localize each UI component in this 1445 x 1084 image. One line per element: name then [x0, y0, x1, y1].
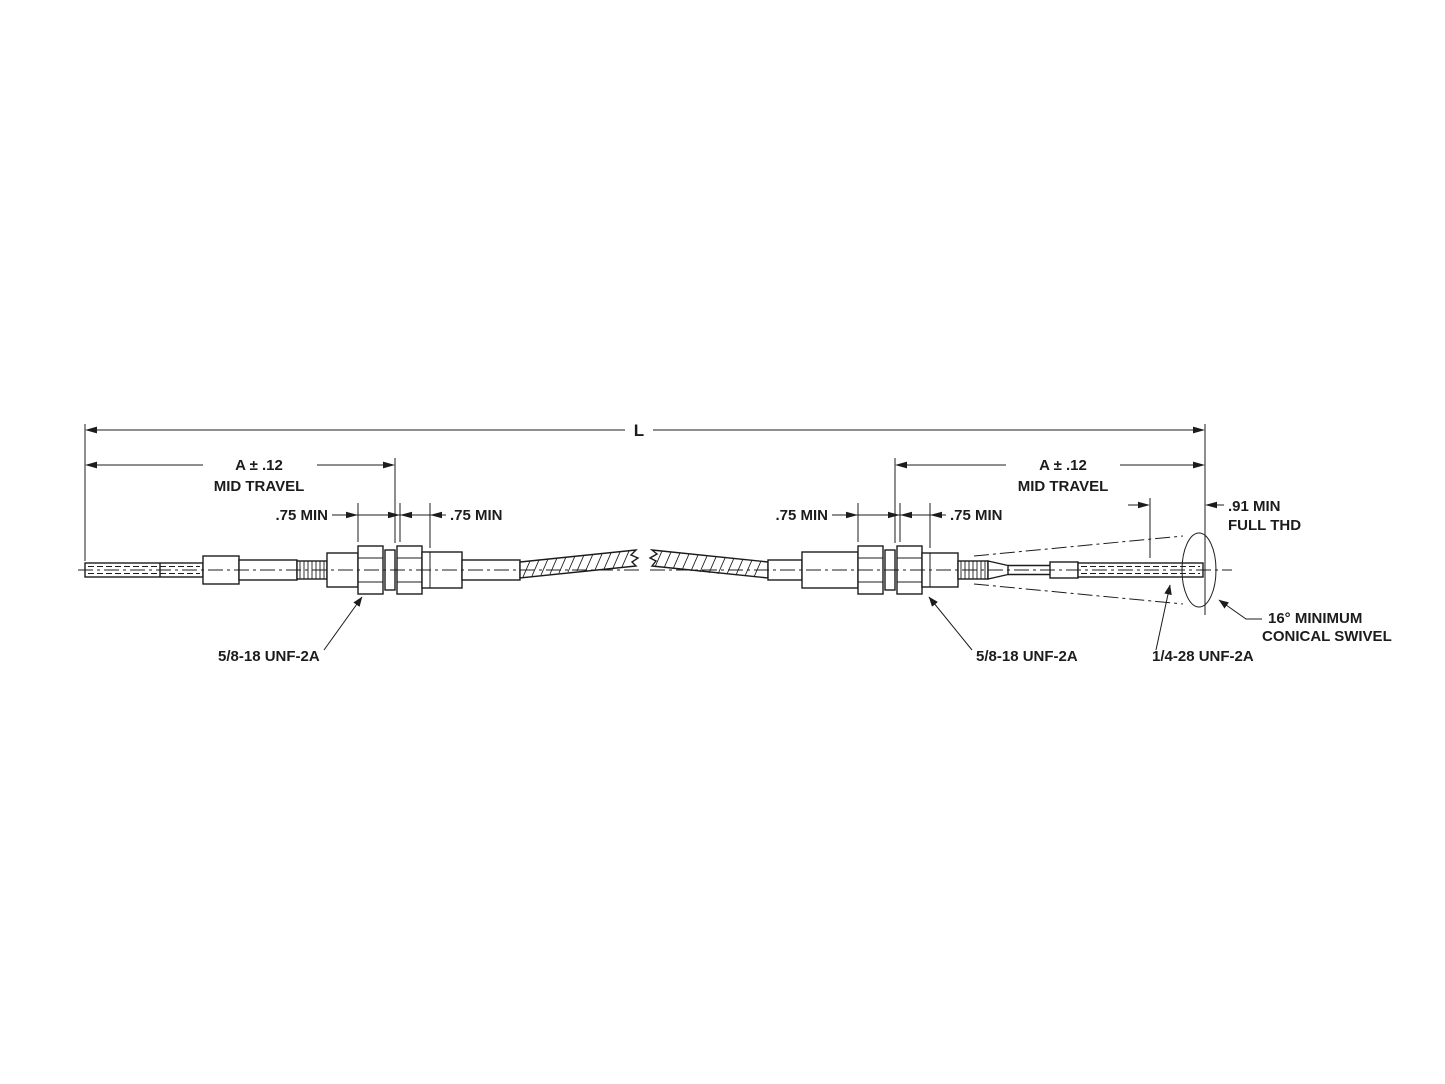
inner-rod — [1008, 564, 1050, 576]
dim-mid-travel-right-caption: MID TRAVEL — [1018, 478, 1109, 495]
hex-facet-lines — [397, 557, 422, 583]
arrowhead — [430, 511, 442, 519]
dim-overall-length: L — [84, 421, 1206, 615]
dim-thread-min-left-b: .75 MIN — [450, 507, 503, 524]
dim-mid-travel-left: A ± .12 MID TRAVEL — [85, 457, 396, 543]
arrowhead — [346, 511, 358, 519]
dim-full-thread-caption: FULL THD — [1228, 517, 1301, 534]
arrowhead — [1193, 426, 1205, 434]
leader-line — [1218, 599, 1262, 620]
swivel-cone-line-bottom — [973, 583, 1184, 605]
dim-mid-travel-left-value: A ± .12 — [235, 457, 283, 474]
hex-facet-lines — [358, 557, 383, 583]
arrowhead — [85, 426, 97, 434]
arrowhead — [1193, 461, 1205, 469]
dim-thread-min-right-b: .75 MIN — [950, 507, 1003, 524]
arrowhead — [846, 511, 858, 519]
arrowhead — [888, 511, 900, 519]
stranded-cable-section — [519, 549, 640, 579]
callout-thread-spec-left: 5/8-18 UNF-2A — [218, 648, 320, 665]
callout-thread-spec-right: 5/8-18 UNF-2A — [976, 648, 1078, 665]
dim-thread-min-left: .75 MIN .75 MIN — [275, 503, 503, 548]
arrowhead — [1138, 501, 1150, 509]
dim-mid-travel-right: A ± .12 MID TRAVEL — [894, 457, 1205, 543]
arrowhead — [400, 511, 412, 519]
dim-thread-min-right-a: .75 MIN — [775, 507, 828, 524]
dim-full-thread-value: .91 MIN — [1228, 498, 1281, 515]
dim-overall-length-label: L — [634, 421, 644, 440]
extension-line — [857, 503, 931, 548]
hex-facet-lines — [897, 557, 922, 583]
callout-swivel-line1: 16° MINIMUM — [1268, 610, 1362, 627]
callout-end-thread-spec: 1/4-28 UNF-2A — [1152, 648, 1254, 665]
callouts: 5/8-18 UNF-2A 5/8-18 UNF-2A 1/4-28 UNF-2… — [218, 584, 1392, 665]
dim-mid-travel-left-caption: MID TRAVEL — [214, 478, 305, 495]
arrowhead — [900, 511, 912, 519]
hex-facet-lines — [858, 557, 883, 583]
leader-line — [323, 596, 363, 651]
swivel-cone-line-top — [973, 535, 1184, 557]
dim-full-thread: .91 MIN FULL THD — [1128, 498, 1301, 558]
callout-swivel-line2: CONICAL SWIVEL — [1262, 628, 1392, 645]
extension-line — [357, 503, 431, 548]
arrowhead — [388, 511, 400, 519]
stranded-cable-section — [648, 549, 769, 579]
arrowhead — [895, 461, 907, 469]
hidden-thread-lines — [1081, 566, 1200, 574]
arrowhead — [930, 511, 942, 519]
leader-line — [1155, 584, 1172, 651]
arrowhead — [85, 461, 97, 469]
cable-strand-hatch — [654, 550, 762, 578]
leader-line — [928, 596, 973, 651]
dim-mid-travel-right-value: A ± .12 — [1039, 457, 1087, 474]
hidden-thread-lines — [88, 566, 200, 574]
dim-thread-min-left-a: .75 MIN — [275, 507, 328, 524]
cable-strand-hatch — [522, 550, 630, 578]
arrowhead — [1205, 501, 1217, 509]
arrowhead — [383, 461, 395, 469]
dim-thread-min-right: .75 MIN .75 MIN — [775, 503, 1003, 548]
